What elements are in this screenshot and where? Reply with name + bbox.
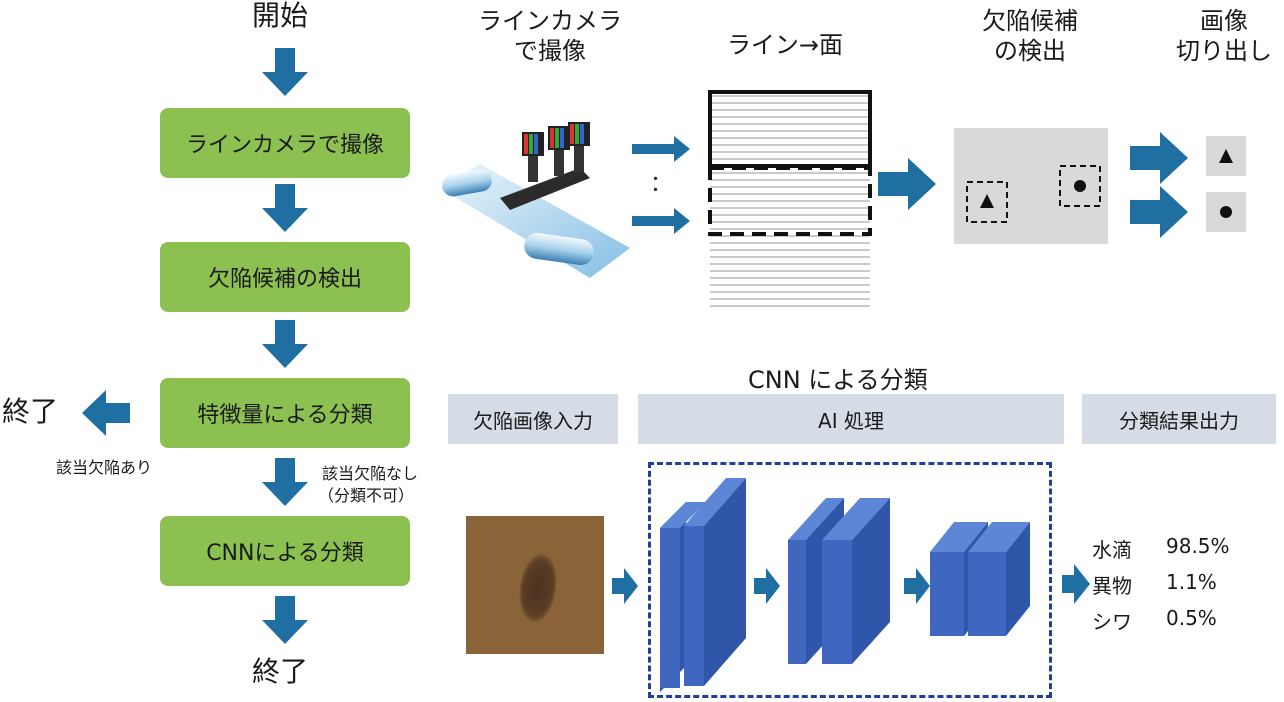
step-cnn-classification: CNNによる分類 xyxy=(160,516,410,586)
cnn-section-title: CNN による分類 xyxy=(748,366,928,394)
flow-arrow-1 xyxy=(262,48,308,96)
cropped-triangle-image xyxy=(1206,136,1246,176)
cnn-arrow-1 xyxy=(754,568,780,604)
camera-heading: ラインカメラ で撮像 xyxy=(460,6,640,66)
flow-arrow-left xyxy=(82,390,130,436)
plane-to-detect-arrow xyxy=(878,158,936,210)
detect-to-crop-arrow-bottom xyxy=(1130,186,1188,238)
result-value-foreign: 1.1% xyxy=(1166,570,1217,594)
header-defect-input: 欠陥画像入力 xyxy=(448,394,618,444)
branch-yes-label: 該当欠陥あり xyxy=(56,458,153,477)
detect-heading-line1: 欠陥候補 xyxy=(982,7,1078,35)
cnn-to-output-arrow xyxy=(1062,564,1090,604)
result-label-wrinkle: シワ xyxy=(1092,610,1132,634)
start-label: 開始 xyxy=(252,0,309,32)
cnn-arrow-2 xyxy=(904,568,930,604)
crop-heading-line2: 切り出し xyxy=(1176,37,1272,65)
defect-candidate-panel xyxy=(954,128,1108,244)
flow-arrow-4 xyxy=(262,458,308,506)
cnn-layer-group-1 xyxy=(660,478,746,692)
result-value-wrinkle: 0.5% xyxy=(1166,606,1217,630)
detect-heading: 欠陥候補 の検出 xyxy=(940,6,1120,66)
header-ai-processing: AI 処理 xyxy=(638,394,1064,444)
flow-arrow-3 xyxy=(262,320,308,368)
line-camera-illustration xyxy=(440,122,630,278)
branch-no-label-2: （分類不可） xyxy=(318,486,415,505)
frame-dashed xyxy=(708,166,872,236)
result-label-foreign: 異物 xyxy=(1092,574,1132,598)
line-to-plane-heading: ライン→面 xyxy=(726,31,844,59)
flow-arrow-5 xyxy=(262,596,308,644)
header-classification-output: 分類結果出力 xyxy=(1082,394,1276,444)
ai-processing-box xyxy=(648,462,1052,698)
flow-arrow-2 xyxy=(262,184,308,232)
end-bottom-label: 終了 xyxy=(252,655,309,688)
cnn-layer-group-3 xyxy=(930,522,1030,636)
crop-heading-line1: 画像 xyxy=(1200,7,1248,35)
end-left-label: 終了 xyxy=(2,395,59,428)
result-label-water: 水滴 xyxy=(1092,538,1132,562)
camera-heading-line1: ラインカメラ xyxy=(478,7,622,35)
camera-to-plane-arrow-top xyxy=(632,136,690,162)
camera-heading-line2: で撮像 xyxy=(514,37,586,65)
detect-to-crop-arrow-top xyxy=(1130,132,1188,184)
detect-heading-line2: の検出 xyxy=(994,37,1066,65)
defect-image xyxy=(466,516,604,654)
cropped-circle-image xyxy=(1206,192,1246,232)
step-defect-detection: 欠陥候補の検出 xyxy=(160,242,410,312)
result-value-water: 98.5% xyxy=(1166,534,1230,558)
crop-heading: 画像 切り出し xyxy=(1164,6,1284,66)
continuation-dots: ： xyxy=(650,172,673,197)
branch-no-label-1: 該当欠陥なし xyxy=(322,464,419,483)
camera-to-plane-arrow-bottom xyxy=(632,208,690,234)
step-feature-classification: 特徴量による分類 xyxy=(160,378,410,448)
input-to-cnn-arrow xyxy=(612,568,638,604)
line-stack-diagram xyxy=(708,90,872,307)
step-line-camera: ラインカメラで撮像 xyxy=(160,108,410,178)
cnn-layer-group-2 xyxy=(788,498,890,664)
